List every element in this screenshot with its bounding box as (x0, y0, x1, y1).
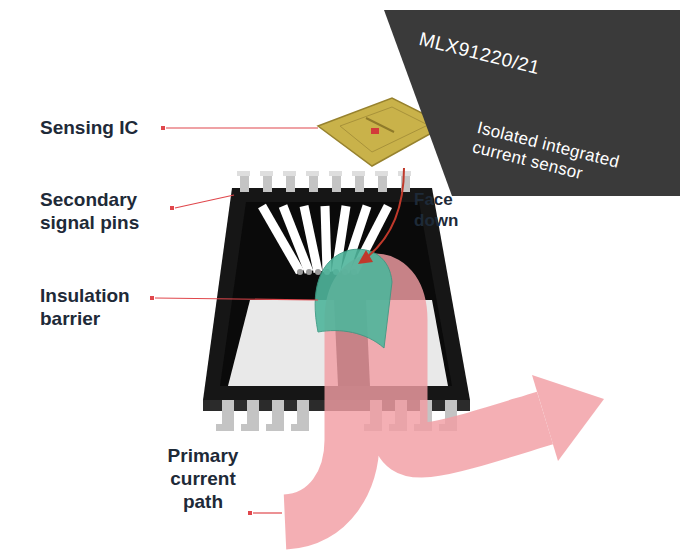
sensing-ic-die-part (371, 128, 379, 134)
bond-bumps-part (306, 269, 312, 275)
secondary-pins-part (237, 171, 250, 176)
primary-pins-part (241, 424, 259, 431)
bond-bumps-part (315, 269, 321, 275)
part-label: Sensing IC (40, 116, 160, 139)
face-down-arrow-part (366, 168, 404, 258)
leader-lines-part (161, 126, 165, 130)
part-label: Secondary signal pins (40, 188, 152, 234)
secondary-pins-part (309, 176, 318, 192)
primary-pins-part (272, 400, 284, 426)
leader-lines-part (155, 298, 318, 300)
leader-lines (150, 126, 318, 515)
secondary-pins-part (375, 171, 388, 176)
primary-pins-part (297, 400, 309, 426)
secondary-pins-part (283, 171, 296, 176)
secondary-pins-part (306, 171, 319, 176)
sensing-ic-die-part (366, 118, 394, 132)
primary-pins-part (247, 400, 259, 426)
leader-lines-part (175, 195, 234, 208)
secondary-pins-part (332, 176, 341, 192)
sensing-ic-die-part (340, 107, 428, 152)
leader-lines-part (166, 127, 318, 128)
secondary-pins-part (355, 176, 364, 192)
insulation-barrier-shape (315, 249, 392, 348)
leader-lines-part (150, 296, 154, 300)
secondary-pins-part (378, 176, 387, 192)
face-down-arrow (358, 168, 404, 264)
secondary-pins-part (240, 176, 249, 192)
secondary-pins-part (352, 171, 365, 176)
lead-fingers-part (304, 206, 318, 272)
primary-pins-part (291, 424, 309, 431)
part-label: Primary current path (160, 444, 246, 514)
secondary-pins-part (286, 176, 295, 192)
current-path-arrow-part (532, 375, 604, 461)
face-down-arrow-part (358, 250, 373, 264)
bond-bumps-part (297, 269, 303, 275)
primary-pins-part (216, 424, 234, 431)
leader-lines-part (170, 206, 174, 210)
leader-lines-part (253, 512, 282, 513)
secondary-pins-part (329, 171, 342, 176)
secondary-pins (237, 171, 411, 192)
lead-fingers (262, 206, 388, 272)
secondary-pins-part (260, 171, 273, 176)
secondary-pins-part (263, 176, 272, 192)
part-label: Insulation barrier (40, 284, 148, 330)
primary-pins-part (222, 400, 234, 426)
cover-tile: MLX91220/21Isolated integrated current s… (382, 6, 680, 198)
primary-pins-part (266, 424, 284, 431)
orientation-note: Face down (414, 190, 476, 231)
lead-fingers-part (325, 206, 327, 272)
leader-lines-part (248, 511, 252, 515)
